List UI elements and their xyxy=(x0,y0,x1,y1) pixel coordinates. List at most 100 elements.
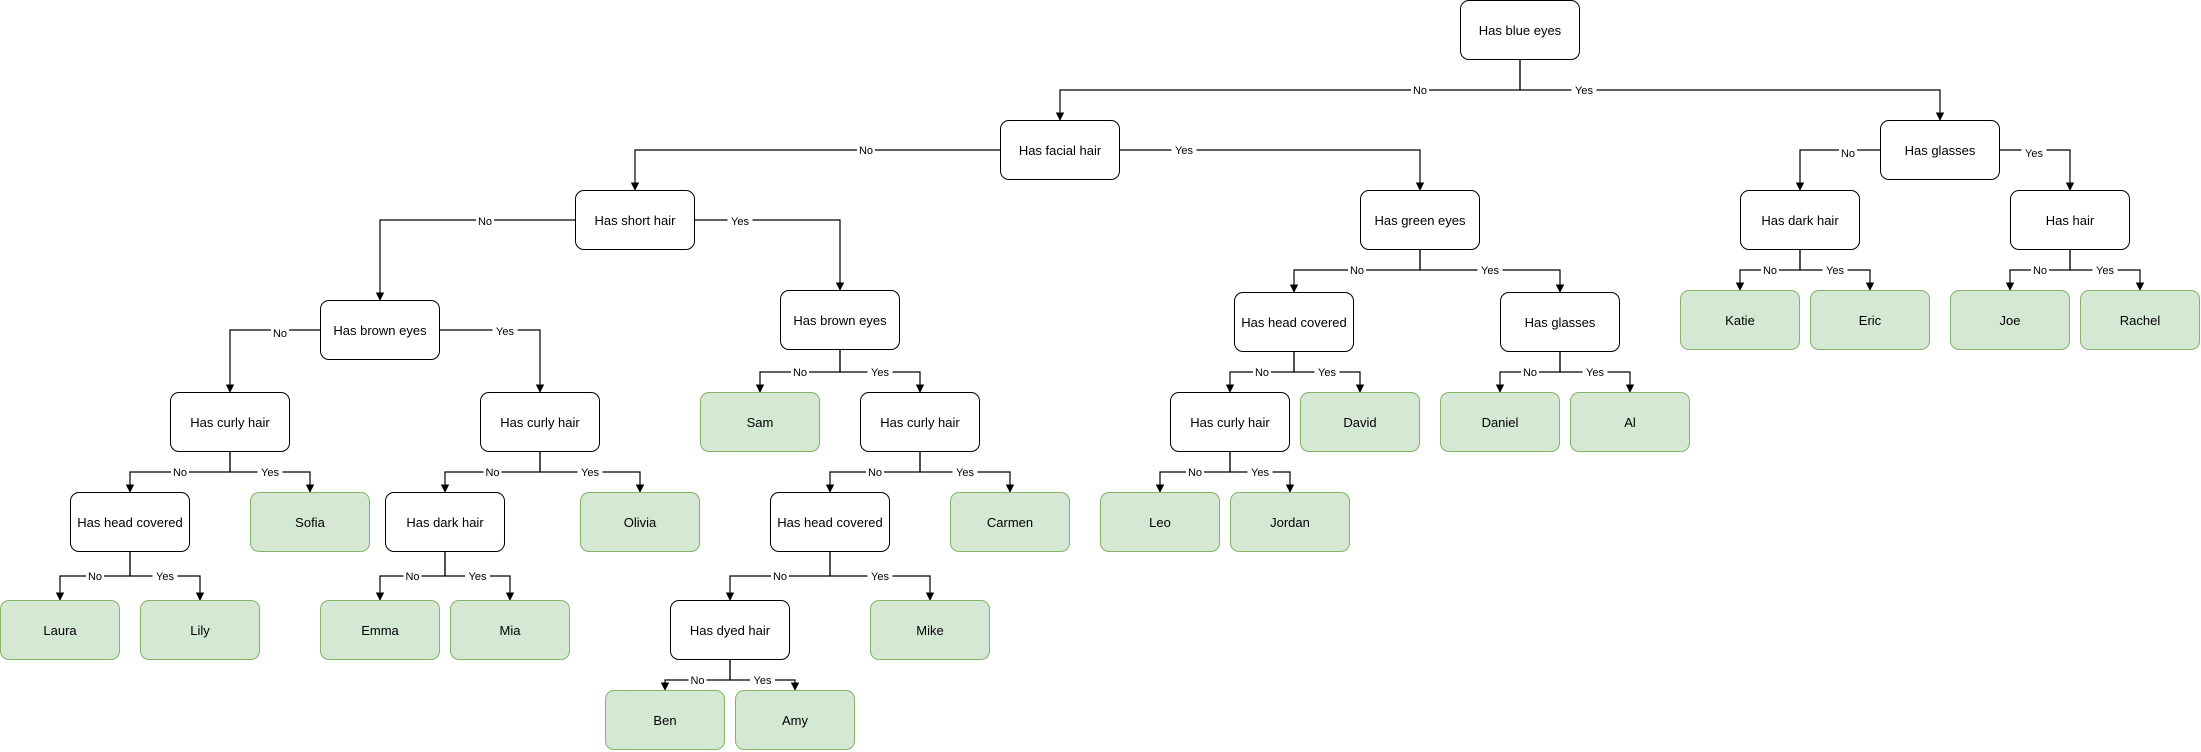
edge-label: No xyxy=(273,328,287,340)
edge-n8-n17 xyxy=(440,329,545,393)
question-node: Has head covered xyxy=(1234,292,1354,352)
answer-node: Leo xyxy=(1100,492,1220,552)
question-node: Has dark hair xyxy=(385,492,505,552)
question-node: Has brown eyes xyxy=(320,300,440,360)
edge-label-background xyxy=(152,569,178,583)
question-node: Has glasses xyxy=(1880,120,2000,180)
edge-label-background xyxy=(1186,465,1204,479)
edge-label-background xyxy=(1839,146,1857,160)
edge-label-background xyxy=(492,324,518,338)
edge-label-background xyxy=(1314,365,1340,379)
edge-label: No xyxy=(2033,265,2047,277)
edge-label-background xyxy=(465,569,490,583)
edge-label-background xyxy=(750,673,775,687)
edge-label: No xyxy=(478,216,492,228)
edge-label: No xyxy=(1255,367,1269,379)
edge-label-background xyxy=(2021,146,2047,160)
edge-label: No xyxy=(859,145,873,157)
answer-node: Jordan xyxy=(1230,492,1350,552)
answer-node: Daniel xyxy=(1440,392,1560,452)
edge-n1-n3 xyxy=(1519,60,1945,121)
edge-label-background xyxy=(1348,263,1366,277)
edge-label: Yes xyxy=(731,216,749,228)
edge-n2-n4 xyxy=(630,149,1000,191)
edge-label: Yes xyxy=(2096,265,2114,277)
edge-label-background xyxy=(866,465,884,479)
edge-label: Yes xyxy=(2025,148,2043,160)
question-node: Has green eyes xyxy=(1360,190,1480,250)
question-node: Has hair xyxy=(2010,190,2130,250)
answer-node: Sofia xyxy=(250,492,370,552)
edge-label-background xyxy=(1822,263,1848,277)
answer-node: Sam xyxy=(700,392,820,452)
edge-label-background xyxy=(1571,83,1597,97)
answer-node: Mike xyxy=(870,600,990,660)
edge-label: No xyxy=(1350,265,1364,277)
edge-label: No xyxy=(793,367,807,379)
edge-label-background xyxy=(1761,263,1779,277)
edge-label-background xyxy=(86,569,104,583)
question-node: Has dark hair xyxy=(1740,190,1860,250)
question-node: Has brown eyes xyxy=(780,290,900,350)
edge-label-background xyxy=(476,214,494,228)
edge-label: No xyxy=(1841,148,1855,160)
question-node: Has curly hair xyxy=(1170,392,1290,452)
edge-label: No xyxy=(88,571,102,583)
edge-label-background xyxy=(1477,263,1503,277)
answer-node: Katie xyxy=(1680,290,1800,350)
edge-label: Yes xyxy=(581,467,599,479)
edge-n8-n16 xyxy=(225,329,320,393)
edge-label-background xyxy=(952,465,978,479)
edge-label-background xyxy=(1521,365,1539,379)
edge-label-background xyxy=(1582,365,1608,379)
answer-node: Ben xyxy=(605,690,725,750)
edge-label: Yes xyxy=(754,675,772,687)
edge-label: Yes xyxy=(261,467,279,479)
edge-label-background xyxy=(403,569,422,583)
edge-label-background xyxy=(727,214,753,228)
edge-label: No xyxy=(690,675,704,687)
edge-label-background xyxy=(867,365,893,379)
edge-label-background xyxy=(483,465,502,479)
answer-node: Olivia xyxy=(580,492,700,552)
question-node: Has curly hair xyxy=(170,392,290,452)
answer-node: Al xyxy=(1570,392,1690,452)
edge-label-background xyxy=(271,326,289,340)
edge-label-background xyxy=(857,143,875,157)
edge-label: No xyxy=(1188,467,1202,479)
edge-label-background xyxy=(1247,465,1273,479)
question-node: Has curly hair xyxy=(480,392,600,452)
edge-label: Yes xyxy=(871,367,889,379)
question-node: Has head covered xyxy=(70,492,190,552)
edge-label: Yes xyxy=(1586,367,1604,379)
edge-label-background xyxy=(1411,83,1429,97)
question-node: Has blue eyes xyxy=(1460,0,1580,60)
edge-label-background xyxy=(771,569,789,583)
edge-label: No xyxy=(1523,367,1537,379)
answer-node: Amy xyxy=(735,690,855,750)
edge-label: Yes xyxy=(156,571,174,583)
edge-label: Yes xyxy=(871,571,889,583)
edge-label: No xyxy=(173,467,187,479)
question-node: Has curly hair xyxy=(860,392,980,452)
edge-label-background xyxy=(688,673,707,687)
edge-label: Yes xyxy=(1251,467,1269,479)
edge-label: No xyxy=(868,467,882,479)
edge-label: No xyxy=(405,571,419,583)
edge-label: Yes xyxy=(1826,265,1844,277)
edge-label-background xyxy=(2031,263,2049,277)
edge-label-background xyxy=(171,465,189,479)
answer-node: Eric xyxy=(1810,290,1930,350)
edge-n2-n5 xyxy=(1120,149,1425,191)
edge-label: Yes xyxy=(1575,85,1593,97)
edge-label: No xyxy=(773,571,787,583)
answer-node: Lily xyxy=(140,600,260,660)
edge-n4-n8 xyxy=(375,219,575,301)
edge-label: No xyxy=(485,467,499,479)
answer-node: Joe xyxy=(1950,290,2070,350)
question-node: Has dyed hair xyxy=(670,600,790,660)
question-node: Has short hair xyxy=(575,190,695,250)
edge-label-background xyxy=(577,465,603,479)
